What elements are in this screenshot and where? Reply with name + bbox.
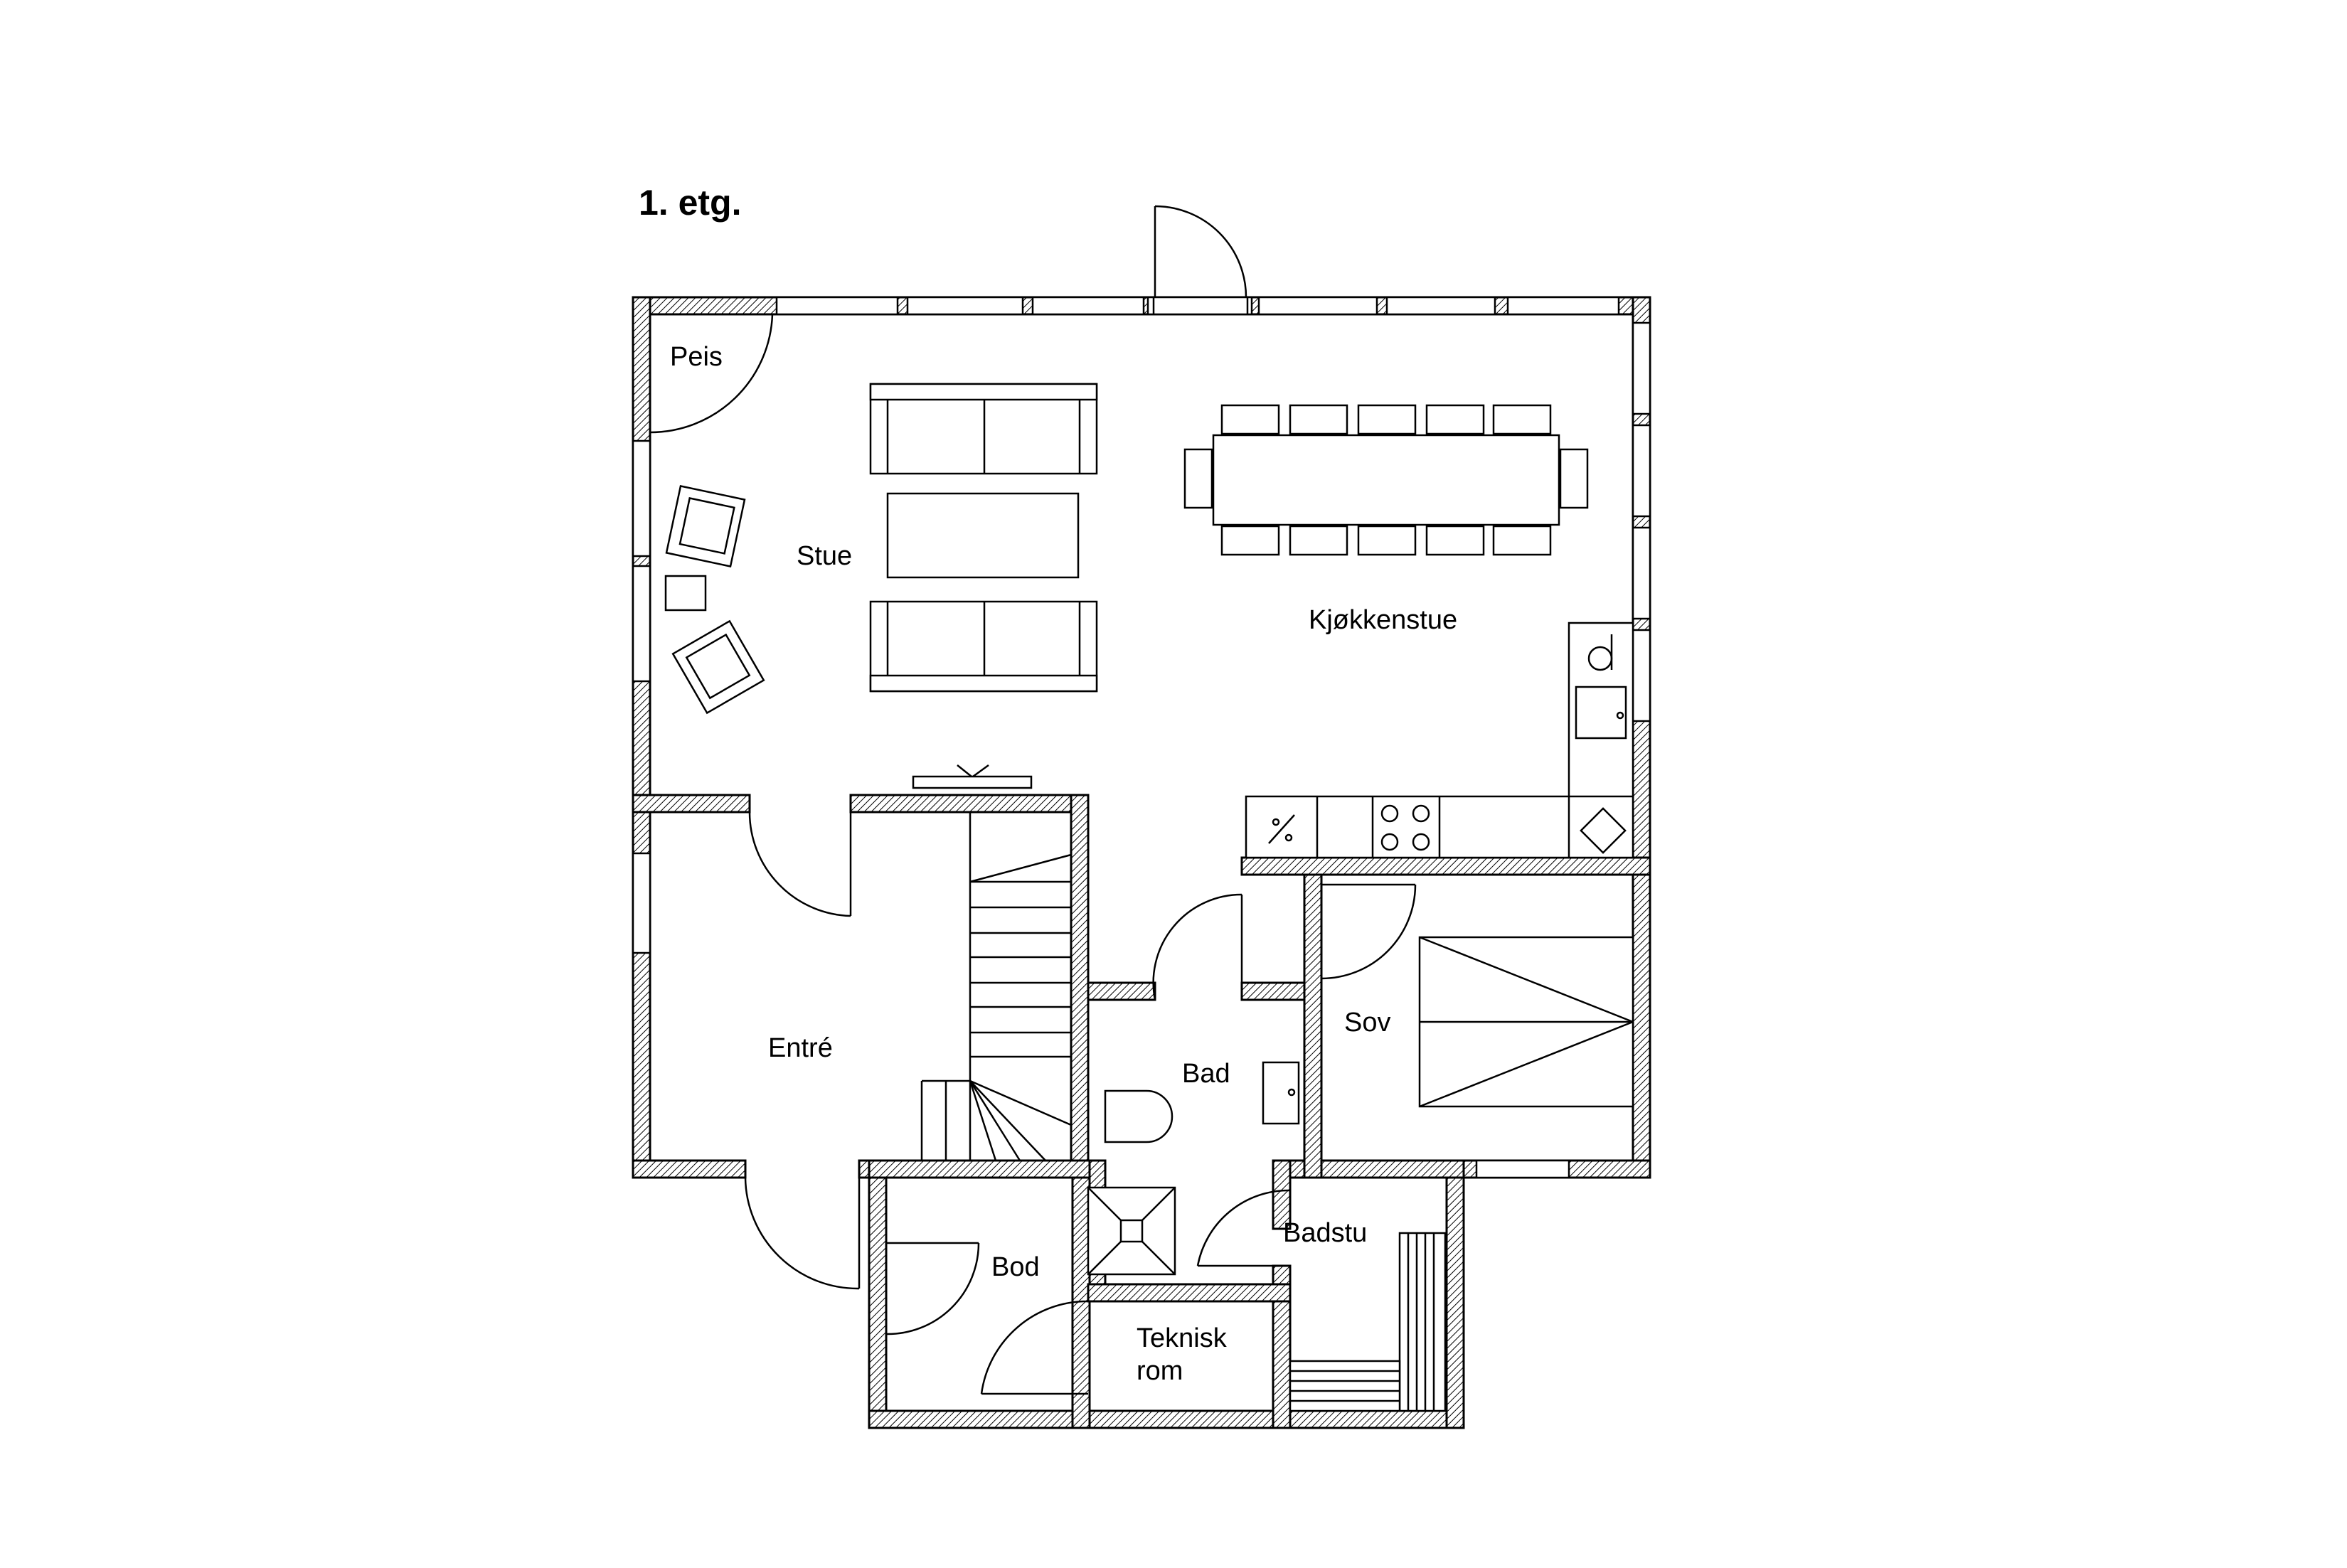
room-label-teknisk-line1: Teknisk <box>1137 1323 1228 1353</box>
room-label-entre: Entré <box>768 1033 833 1063</box>
room-label-peis: Peis <box>670 342 723 372</box>
room-labels: Peis Stue Kjøkkenstue Entré Bad Sov Bod … <box>670 342 1457 1386</box>
room-label-teknisk-line2: rom <box>1137 1356 1183 1386</box>
sov-bed <box>1418 936 1634 1108</box>
dining-table <box>1183 404 1589 556</box>
interior-walls <box>632 794 1651 1429</box>
room-label-bod: Bod <box>991 1252 1040 1282</box>
bad-fixtures <box>1087 1061 1300 1276</box>
stue-furniture <box>664 383 1098 789</box>
room-label-badstu: Badstu <box>1283 1218 1367 1248</box>
kitchen <box>1245 622 1634 859</box>
room-label-bad: Bad <box>1182 1059 1230 1089</box>
room-label-kjokkenstue: Kjøkkenstue <box>1309 605 1457 635</box>
badstu-benches <box>1289 1232 1447 1412</box>
room-label-stue: Stue <box>797 541 852 571</box>
stairs <box>920 812 1072 1161</box>
floor-title: 1. etg. <box>639 183 741 223</box>
doors <box>649 205 1417 1395</box>
room-label-sov: Sov <box>1344 1008 1390 1038</box>
